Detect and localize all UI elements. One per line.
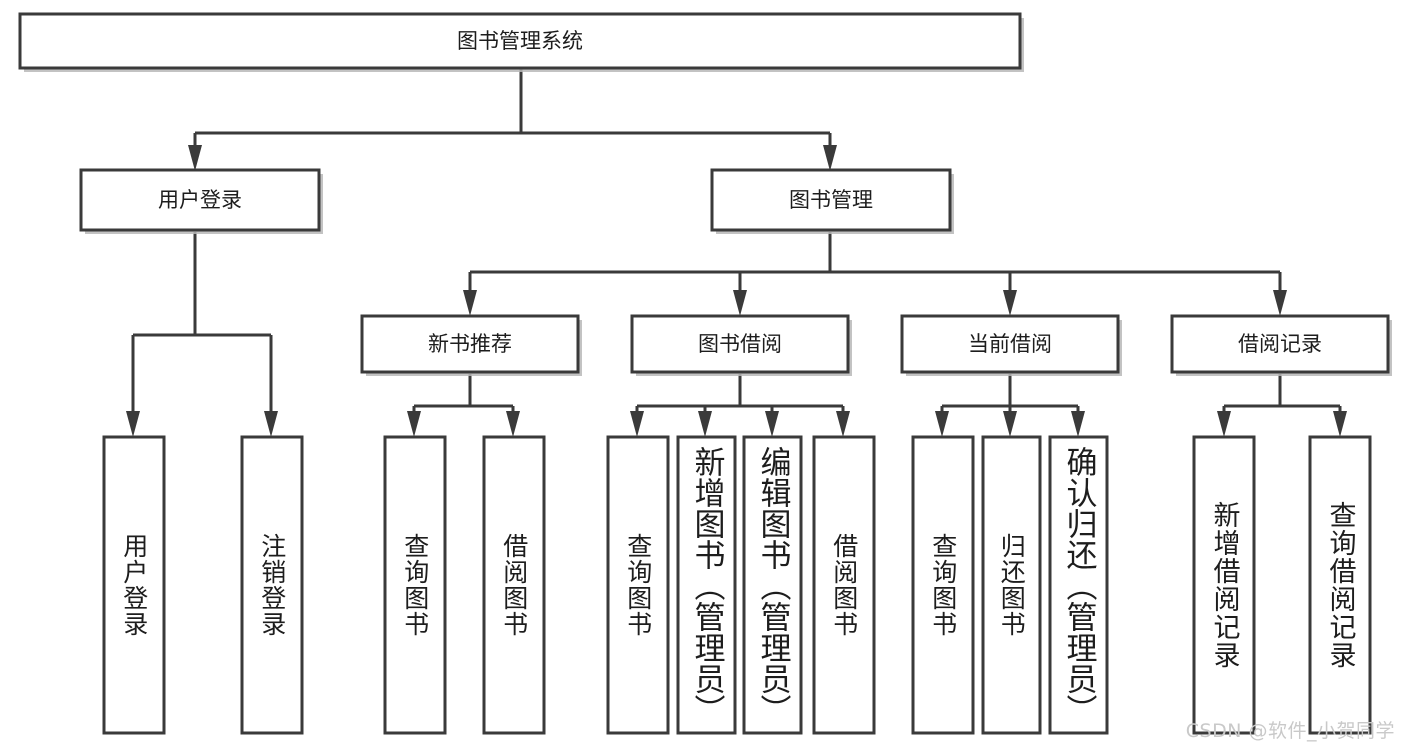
arrow-leaf-query-record xyxy=(1333,411,1347,437)
leaf-borrow-book-1-box[interactable] xyxy=(482,435,546,735)
arrow-leaf-edit-book xyxy=(765,411,779,437)
node-user-login[interactable]: 用户登录 xyxy=(79,168,323,234)
connector-group xyxy=(126,68,1347,437)
leaf-boxes-group xyxy=(102,435,1372,735)
node-new-book-rec[interactable]: 新书推荐 xyxy=(360,314,582,376)
node-current-borrow-box xyxy=(900,314,1120,374)
arrow-leaf-query-book-3 xyxy=(935,411,949,437)
arrow-leaf-user-login xyxy=(126,411,140,437)
arrow-to-book-borrow xyxy=(733,290,747,316)
node-current-borrow[interactable]: 当前借阅 xyxy=(900,314,1122,376)
leaf-add-book-box[interactable] xyxy=(676,435,737,735)
arrow-leaf-add-record xyxy=(1217,411,1231,437)
node-new-book-rec-label: 新书推荐 xyxy=(428,332,512,356)
arrow-to-new-book-rec xyxy=(463,290,477,316)
leaf-edit-book-box[interactable] xyxy=(742,435,803,735)
arrow-leaf-query-book-2 xyxy=(630,411,644,437)
arrow-leaf-return-book xyxy=(1003,411,1017,437)
arrow-to-user-login xyxy=(188,145,202,171)
arrow-leaf-confirm-return xyxy=(1071,411,1085,437)
leaf-query-book-1-box[interactable] xyxy=(383,435,447,735)
node-root-label: 图书管理系统 xyxy=(457,29,583,53)
node-borrow-record-box xyxy=(1170,314,1390,374)
arrow-leaf-query-book-1 xyxy=(407,411,421,437)
leaf-borrow-book-2-box[interactable] xyxy=(812,435,876,735)
node-root-box xyxy=(18,12,1022,70)
leaf-query-book-2-box[interactable] xyxy=(606,435,670,735)
arrow-leaf-borrow-book-1 xyxy=(506,411,520,437)
arrow-leaf-logout-login xyxy=(264,411,278,437)
node-borrow-record-label: 借阅记录 xyxy=(1238,332,1322,356)
arrow-to-book-manage xyxy=(823,145,837,171)
node-book-borrow-box xyxy=(630,314,850,374)
leaf-return-book-box[interactable] xyxy=(981,435,1042,735)
node-root[interactable]: 图书管理系统 xyxy=(18,12,1024,72)
leaf-user-login-box[interactable] xyxy=(102,435,166,735)
arrow-leaf-add-book xyxy=(698,411,712,437)
node-book-manage-label: 图书管理 xyxy=(789,188,873,212)
node-book-manage[interactable]: 图书管理 xyxy=(710,168,954,234)
node-book-borrow-label: 图书借阅 xyxy=(698,332,782,356)
leaf-add-record-box[interactable] xyxy=(1192,435,1256,735)
leaf-confirm-return-box[interactable] xyxy=(1048,435,1109,735)
arrow-to-current-borrow xyxy=(1003,290,1017,316)
leaf-query-record-box[interactable] xyxy=(1308,435,1372,735)
arrow-to-borrow-record xyxy=(1273,290,1287,316)
leaf-query-book-3-box[interactable] xyxy=(911,435,975,735)
node-new-book-rec-box xyxy=(360,314,580,374)
node-book-borrow[interactable]: 图书借阅 xyxy=(630,314,852,376)
node-current-borrow-label: 当前借阅 xyxy=(968,332,1052,356)
node-book-manage-box xyxy=(710,168,952,232)
arrow-leaf-borrow-book-2 xyxy=(836,411,850,437)
leaf-logout-login-box[interactable] xyxy=(240,435,304,735)
node-user-login-box xyxy=(79,168,321,232)
node-user-login-label: 用户登录 xyxy=(158,188,242,212)
node-borrow-record[interactable]: 借阅记录 xyxy=(1170,314,1392,376)
